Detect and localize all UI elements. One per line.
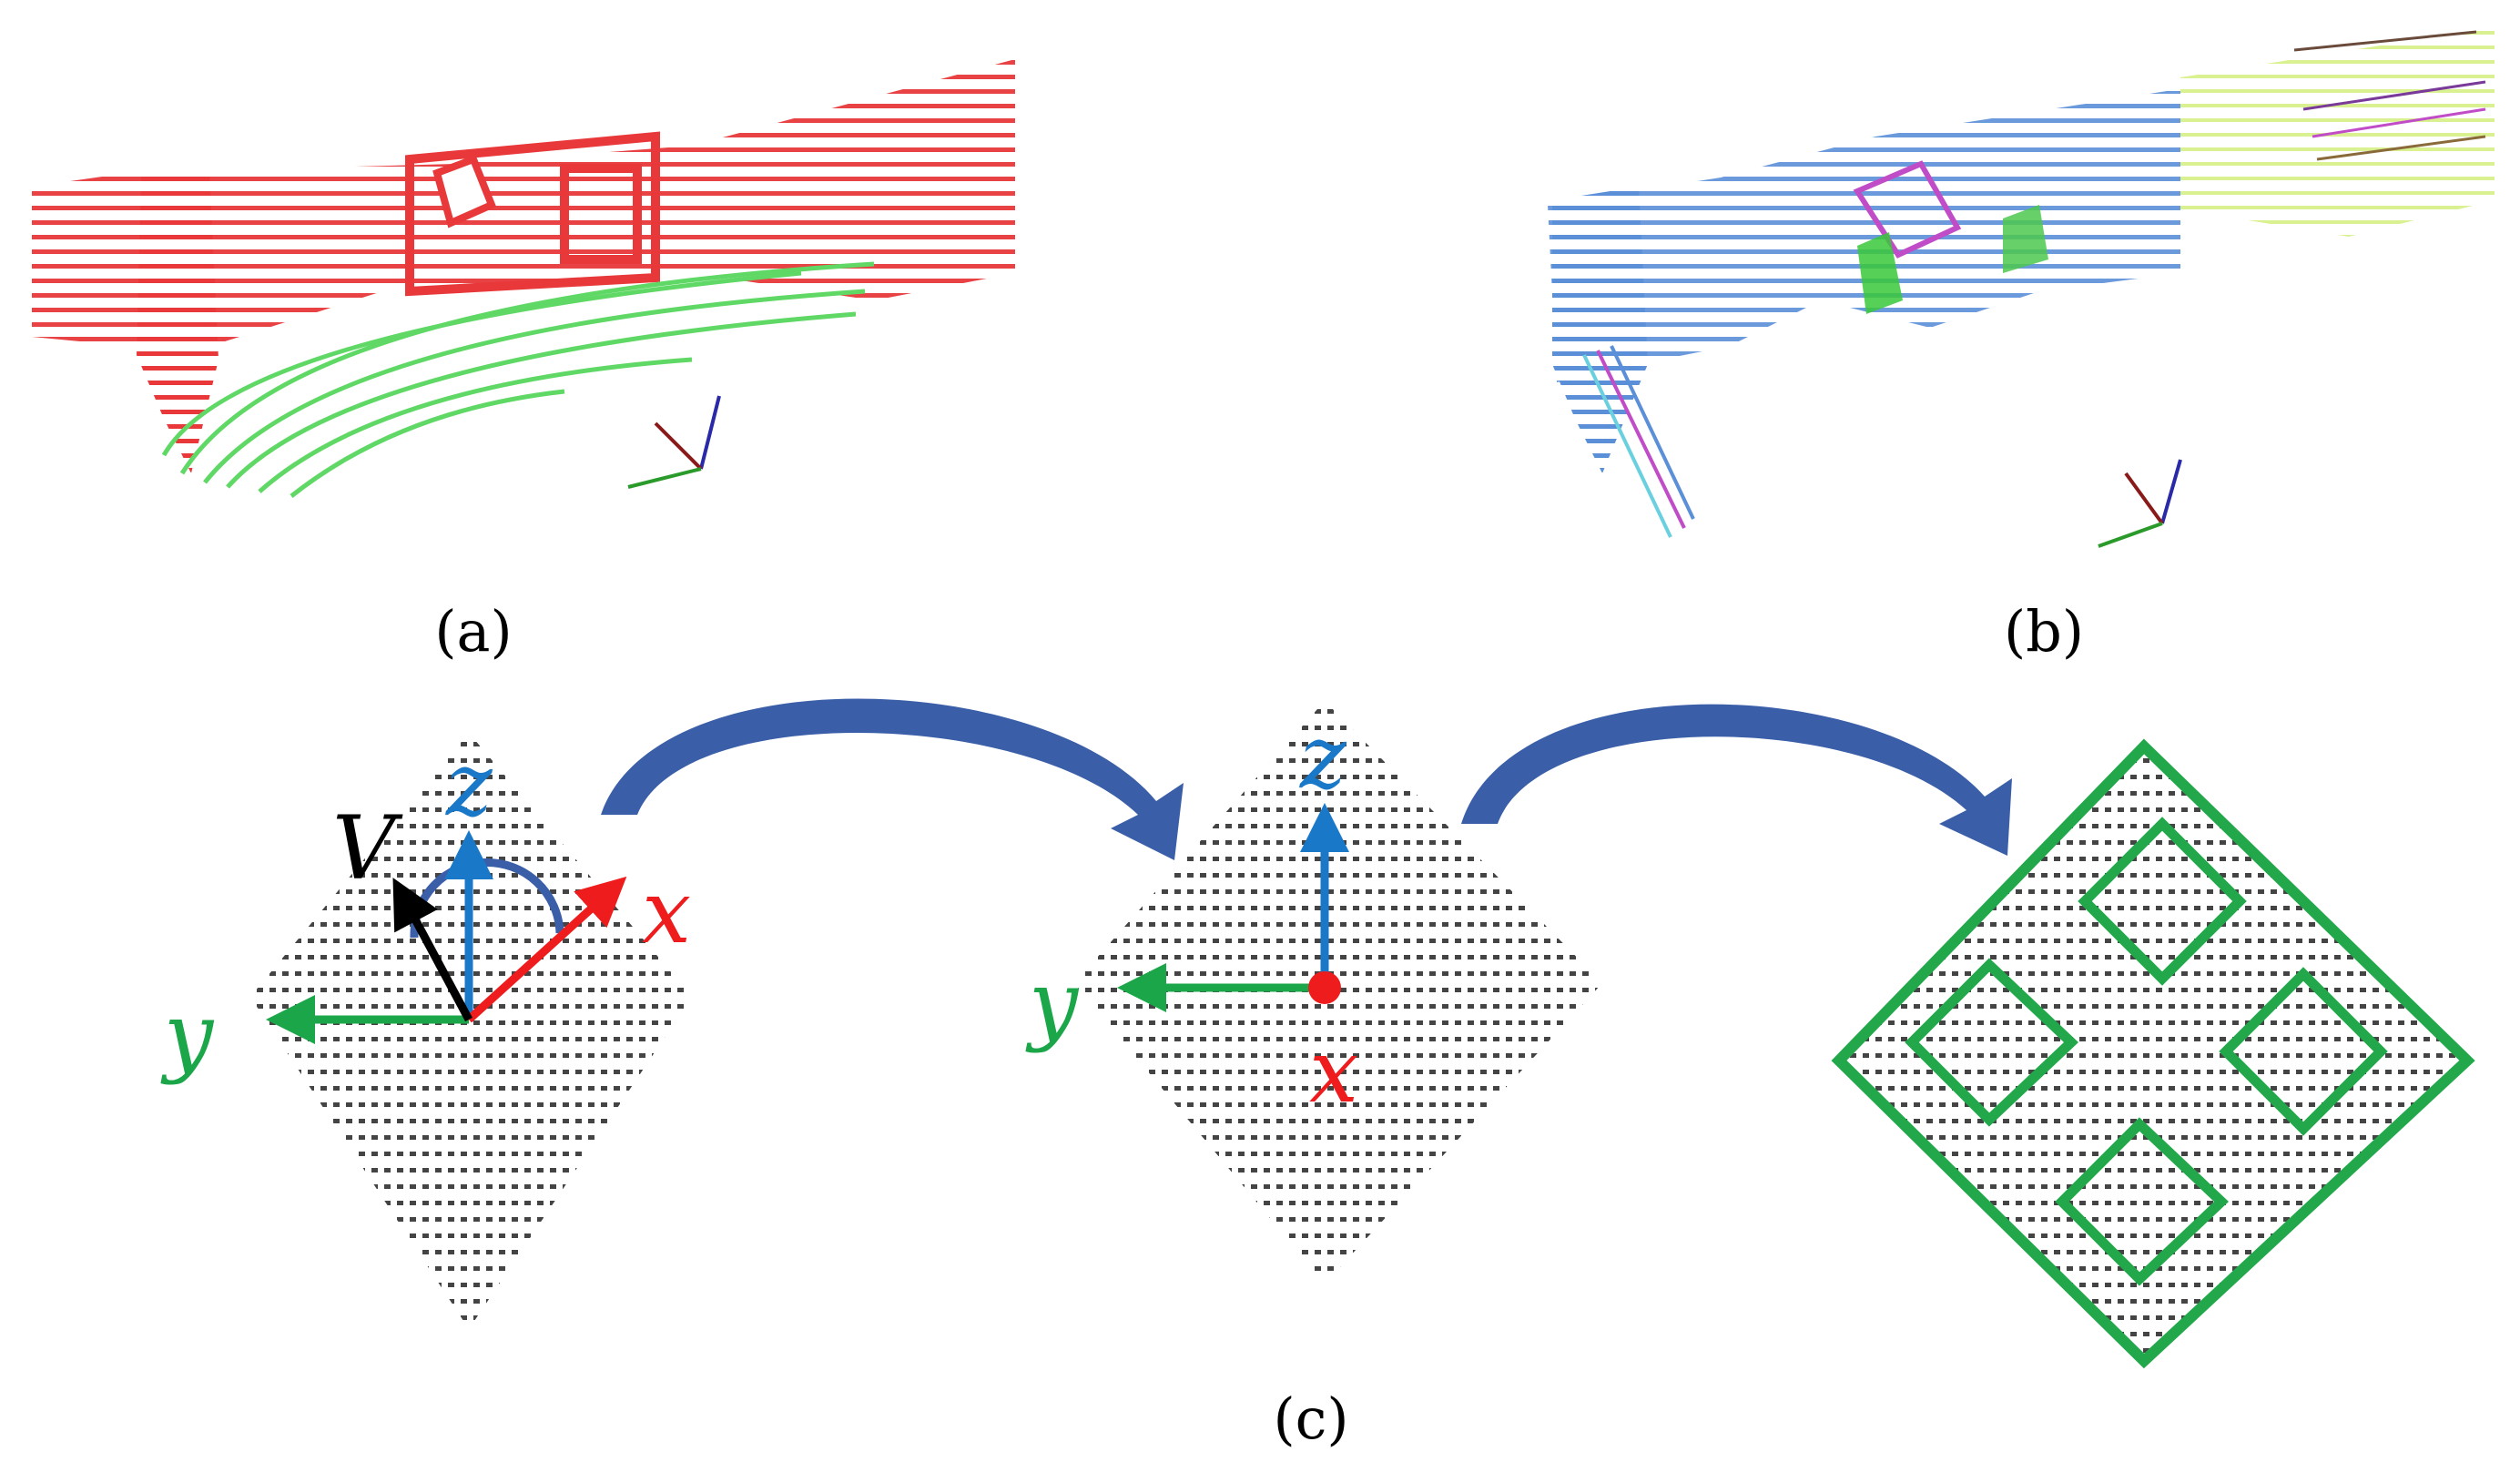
cloud-a-ground-arcs [161,261,875,498]
caption-c: (c) [1273,1386,1348,1452]
label-y: y [1025,952,1080,1054]
cloud-a-facade [32,59,1015,355]
caption-b: (b) [2004,598,2084,665]
label-x: x [642,861,691,963]
caption-a: (a) [434,598,512,665]
cloud-a-left-wall [137,168,218,473]
cloud-b-right-lines [2293,30,2486,161]
frame-window-top [2078,817,2247,986]
curved-arrow-icon [1461,704,2012,856]
cloud-a-sign [432,154,497,228]
cloud-b-left-wall [1552,187,1648,473]
coordinate-triad-icon [2098,459,2182,548]
frame-window-left [1905,958,2079,1127]
cloud-b-green-tree [1857,232,1903,314]
panel-a-point-cloud [32,59,1015,498]
cloud-b-diag-lines [1582,345,1695,538]
panel-c-step-1: z V x y [160,733,692,1329]
axis-x-point [1308,971,1341,1004]
panel-c-step-3 [1831,738,2475,1369]
cloud-a-window-block [405,131,660,297]
panel-b-point-cloud [1548,27,2495,548]
cloud-b-green-patch [2003,205,2048,273]
label-v: V [332,797,403,899]
frame-window-bottom [2055,1117,2230,1286]
frame-window-right [2219,967,2388,1136]
label-y: y [160,984,215,1086]
frame-outer [1831,738,2475,1369]
coordinate-triad-icon [627,395,721,489]
cloud-b-accent-window [1853,160,1962,259]
curved-arrow-icon [601,698,1184,860]
axis-x-arrow [465,876,627,1023]
cloud-b-facade [1548,91,2180,382]
label-z: z [1299,706,1347,808]
label-x: x [1309,1020,1358,1122]
label-z: z [445,734,493,836]
cloud-a-window-right [560,164,642,264]
axis-v-arrow [392,878,472,1022]
